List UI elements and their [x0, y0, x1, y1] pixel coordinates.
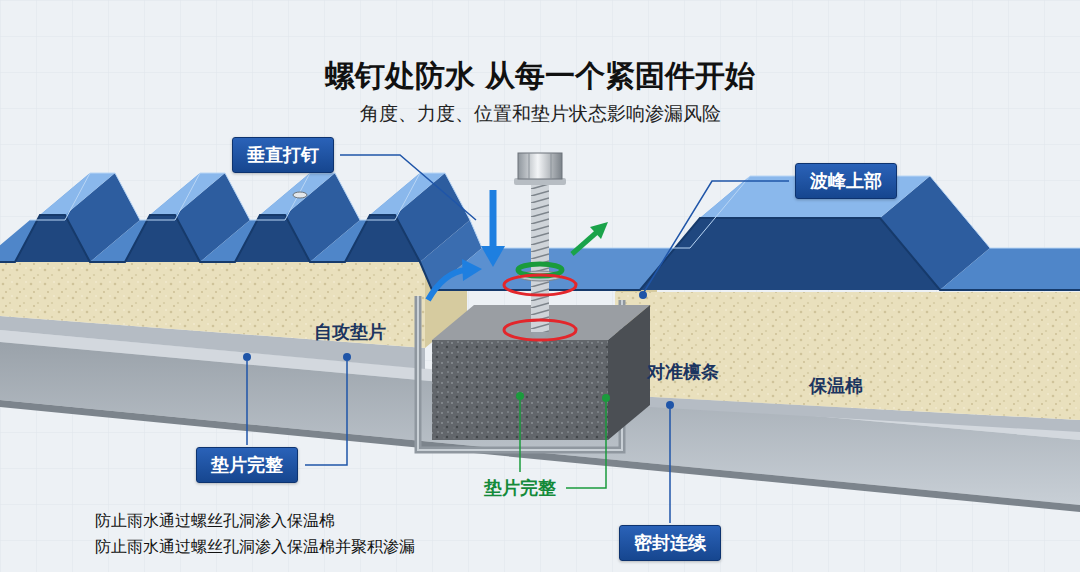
arrow-head [481, 246, 505, 267]
sheet-back-edge [30, 173, 1080, 248]
sheet-face [940, 248, 1080, 290]
head-facet [529, 153, 530, 179]
callout-box: 波峰上部 [795, 163, 897, 199]
sheet-face [370, 173, 445, 215]
curved-arrow [428, 270, 466, 300]
self-tapping-screw [504, 153, 576, 344]
subtitle: 角度、力度、位置和垫片状态影响渗漏风险 [360, 101, 721, 127]
callout-text: 波峰上部 [810, 170, 882, 192]
direction-arrows [428, 190, 608, 300]
sheet-face [150, 173, 225, 215]
screw-shaft [531, 184, 549, 332]
leader-dot [639, 291, 647, 299]
leader-dot [602, 394, 610, 402]
block-side [608, 305, 650, 440]
leader-dot [666, 401, 674, 409]
part-label: 保温棉 [809, 374, 863, 398]
callout-box: 垫片完整 [196, 447, 298, 483]
callout-box: 垂直打钉 [232, 137, 334, 173]
rib-cavity [345, 215, 420, 262]
callout-text: 密封连续 [634, 532, 706, 554]
arrow-head [590, 222, 608, 239]
note-text: 防止雨水通过螺丝孔洞渗入保温棉 [95, 511, 335, 532]
part-label: 自攻垫片 [314, 320, 386, 344]
small-screw [293, 192, 307, 198]
leader-dot [243, 353, 251, 361]
sheet-face [40, 173, 115, 215]
part-label: 垫片完整 [484, 476, 556, 500]
page-title: 螺钉处防水 从每一个紧固件开始 [325, 56, 755, 97]
leader-line [305, 361, 347, 465]
tilt-arrow [572, 232, 597, 254]
rib-cavity [125, 215, 200, 262]
leader-dot [516, 392, 524, 400]
callout-box: 密封连续 [619, 525, 721, 561]
vertical-arrow [490, 190, 497, 248]
leader-line [519, 400, 521, 472]
arrow-head [462, 259, 482, 281]
rib-cavity [235, 215, 310, 262]
leader-line [644, 181, 789, 292]
rib-cavity [640, 218, 940, 290]
seal-ring [504, 275, 576, 295]
leader-dot [343, 353, 351, 361]
leader-lines [243, 155, 789, 523]
part-label: 对准檩条 [647, 360, 719, 384]
leader-line [566, 402, 606, 488]
screw-tip [531, 332, 549, 344]
leader-line [340, 155, 476, 220]
rib-cavity [15, 215, 90, 262]
sheet-face [260, 173, 335, 215]
seal-ring [504, 320, 576, 340]
insulation-left [0, 262, 425, 348]
callout-text: 垫片完整 [211, 454, 283, 476]
head-facet [551, 153, 552, 179]
leader-line [669, 409, 671, 523]
screw-head [518, 153, 562, 179]
leader-line [246, 361, 248, 445]
insulation-right [615, 292, 1080, 420]
callout-text: 垂直打钉 [247, 144, 319, 166]
note-text: 防止雨水通过螺丝孔洞渗入保温棉并聚积渗漏 [95, 537, 415, 558]
purlin-support [418, 296, 650, 450]
